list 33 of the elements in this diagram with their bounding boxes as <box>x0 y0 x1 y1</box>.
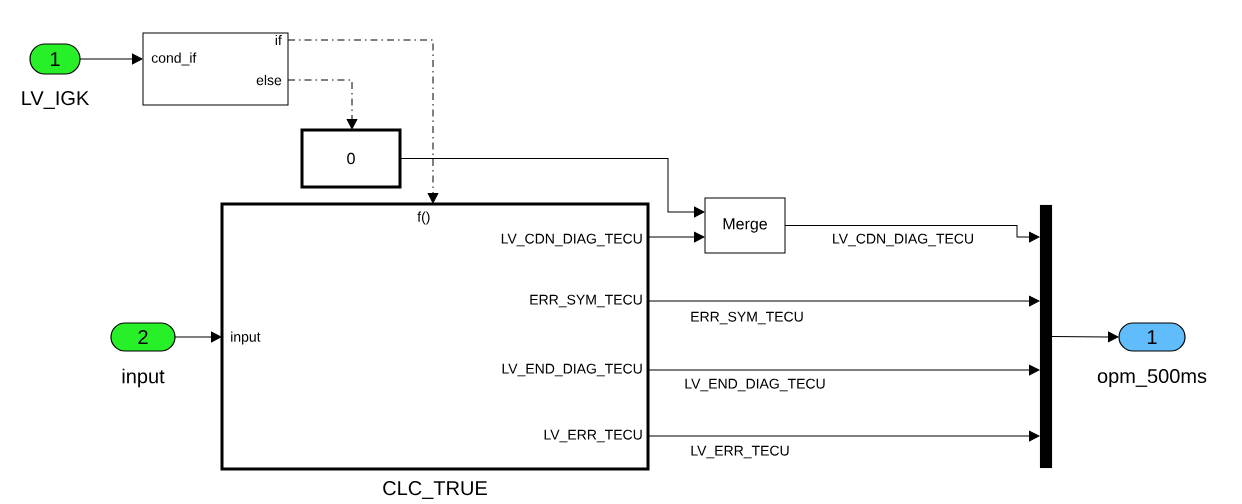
edge-label: LV_END_DIAG_TECU <box>683 377 827 393</box>
block-caption: opm_500ms <box>1097 368 1207 388</box>
inport-block: 2 <box>110 322 176 352</box>
port-label: ERR_SYM_TECU <box>530 294 642 308</box>
port-label: input <box>231 331 261 345</box>
port-label: LV_CDN_DIAG_TECU <box>501 233 642 247</box>
port-label: cond_if <box>151 52 197 66</box>
block-caption: CLC_TRUE <box>383 481 487 499</box>
signal-arrow <box>647 231 705 243</box>
subsystem-block: 0 <box>300 128 402 189</box>
port-label: if <box>275 34 282 46</box>
edge-label: LV_CDN_DIAG_TECU <box>830 232 976 248</box>
inport-block: 1 <box>29 43 81 75</box>
signal-arrow <box>1051 331 1119 343</box>
outport-block: 1 <box>1118 322 1186 352</box>
edge-label: LV_ERR_TECU <box>689 444 791 460</box>
signal-arrow <box>647 430 1040 442</box>
signal-arrow <box>647 364 1040 376</box>
port-label: LV_ERR_TECU <box>544 429 642 443</box>
edge-label: ERR_SYM_TECU <box>689 310 805 326</box>
signal-arrow <box>287 79 358 130</box>
signal-arrow <box>399 158 705 218</box>
port-label: f() <box>417 211 430 225</box>
block-caption: LV_IGK <box>22 91 90 109</box>
port-label: LV_END_DIAG_TECU <box>502 363 642 377</box>
signal-arrow <box>784 225 1040 243</box>
block-caption: input <box>122 368 165 388</box>
port-label: else <box>256 74 282 86</box>
function-block: Merge <box>704 197 786 254</box>
signal-arrow <box>647 295 1040 307</box>
signal-arrow <box>79 53 143 65</box>
signal-arrow <box>174 331 222 343</box>
signal-arrow <box>287 39 439 204</box>
